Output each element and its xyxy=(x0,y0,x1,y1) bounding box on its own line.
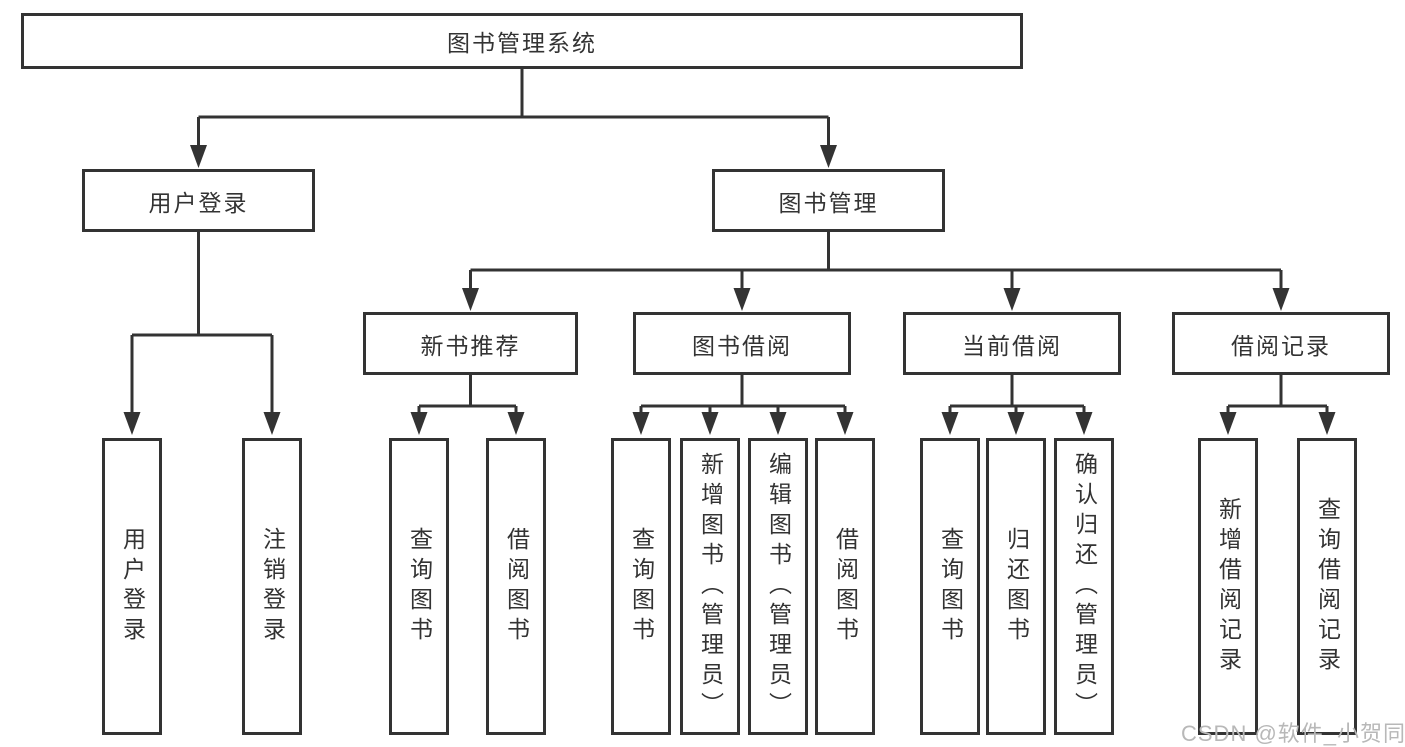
leaf-borrow-book: 借阅图书 xyxy=(815,438,875,735)
node-user-login: 用户登录 xyxy=(82,169,315,232)
node-book-management-label: 图书管理 xyxy=(778,189,879,216)
watermark: CSDN @软件_小贺同学 xyxy=(1181,721,1405,746)
leaf-query-borrow-record: 查询借阅记录 xyxy=(1297,438,1357,735)
node-book-borrow: 图书借阅 xyxy=(633,312,851,375)
node-new-book-recommend: 新书推荐 xyxy=(363,312,578,375)
leaf-query-book-recommend: 查询图书 xyxy=(389,438,449,735)
node-book-borrow-label: 图书借阅 xyxy=(692,332,792,359)
node-borrow-records: 借阅记录 xyxy=(1172,312,1390,375)
node-user-login-label: 用户登录 xyxy=(148,189,249,216)
leaf-confirm-return-admin: 确认归还（管理员） xyxy=(1054,438,1114,735)
node-current-borrow: 当前借阅 xyxy=(903,312,1121,375)
node-root-label: 图书管理系统 xyxy=(447,30,597,56)
leaf-borrow-book-recommend: 借阅图书 xyxy=(486,438,546,735)
node-new-book-recommend-label: 新书推荐 xyxy=(420,332,521,359)
node-book-management: 图书管理 xyxy=(712,169,945,232)
leaf-return-book: 归还图书 xyxy=(986,438,1046,735)
node-root: 图书管理系统 xyxy=(21,13,1023,69)
leaf-user-login: 用户登录 xyxy=(102,438,162,735)
arrowheads xyxy=(123,145,1336,435)
leaf-add-borrow-record: 新增借阅记录 xyxy=(1198,438,1258,735)
leaf-add-book-admin: 新增图书（管理员） xyxy=(680,438,740,735)
leaf-query-book-borrow: 查询图书 xyxy=(611,438,671,735)
node-current-borrow-label: 当前借阅 xyxy=(962,332,1062,359)
leaf-query-book-current: 查询图书 xyxy=(920,438,980,735)
node-borrow-records-label: 借阅记录 xyxy=(1231,332,1331,359)
leaf-logout: 注销登录 xyxy=(242,438,302,735)
leaf-edit-book-admin: 编辑图书（管理员） xyxy=(748,438,808,735)
